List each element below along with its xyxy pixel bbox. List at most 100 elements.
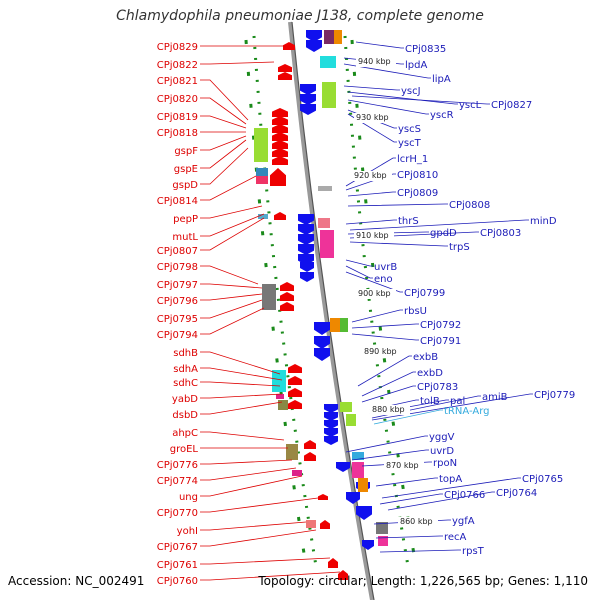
left-gene-arrow [272,156,288,165]
gene-block [272,370,286,392]
leader-line [351,309,403,323]
right-gene-arrow [306,40,322,52]
leader-line [200,459,293,465]
right-gene-arrow [324,420,338,429]
right-gene-arrow [314,348,330,361]
gene-block [318,186,332,191]
leader-line [200,293,263,301]
kbp-marker: 860 kbp [400,517,433,526]
gene-block [334,30,342,44]
gene-label-cpj0761: CPj0761 [157,560,198,571]
left-gene-arrow [272,116,288,125]
gene-block [256,176,268,184]
gene-block [346,414,356,426]
gene-label-cpj0809: CPj0809 [397,188,438,199]
gene-label-cpj0807: CPj0807 [157,246,198,257]
leader-line [200,205,263,219]
right-gene-arrow [300,262,314,272]
gene-label-lipa: lipA [432,74,451,85]
leader-line [345,271,403,293]
gene-label-cpj0795: CPj0795 [157,314,198,325]
gene-label-cpj0797: CPj0797 [157,280,198,291]
right-gene-arrow [298,214,314,225]
left-gene-arrow [270,168,286,186]
leader-line [345,173,396,191]
leader-line [343,85,400,91]
gene-label-cpj0799: CPj0799 [404,288,445,299]
gene-label-amib: amiB [482,392,508,403]
right-gene-arrow [300,84,316,95]
left-gene-arrow [288,400,302,409]
gene-label-mutl: mutL [172,232,198,243]
left-gene-arrow [288,388,302,397]
right-gene-arrow [336,462,350,472]
gene-label-rpon: rpoN [433,458,457,469]
kbp-marker: 940 kbp [358,57,391,66]
gene-block [276,394,284,399]
right-strand-features [298,30,388,550]
left-gene-arrow [278,72,292,80]
gene-label-gspd: gspD [172,180,198,191]
leader-line [347,191,396,197]
leader-line [345,265,373,279]
gene-label-gspe: gspE [174,164,198,175]
gene-label-cpj0791: CPj0791 [420,336,461,347]
gene-label-cpj0835: CPj0835 [405,44,446,55]
gene-label-cpj0798: CPj0798 [157,262,198,273]
gene-label-exbb: exbB [413,352,438,363]
outer-track-right [343,35,410,567]
leader-line [373,409,443,425]
gene-label-cpj0779: CPj0779 [534,390,575,401]
gene-label-topa: topA [439,474,462,485]
gene-block [262,284,276,310]
gene-block [378,536,388,546]
gene-block [352,452,364,460]
right-gene-arrow [306,30,322,42]
gene-label-yscr: yscR [430,110,454,121]
leader-line [345,259,373,267]
gene-block [340,318,348,332]
gene-label-cpj0829: CPj0829 [157,42,198,53]
gene-block [306,520,316,528]
gene-block [330,318,340,332]
left-gene-arrow [272,132,288,141]
leader-line [200,467,297,481]
leader-line [200,175,257,201]
leader-line [200,61,275,65]
left-gene-arrow [272,108,288,117]
gene-label-yggv: yggV [429,432,455,443]
gene-label-uvrd: uvrD [430,446,454,457]
leader-line [200,307,265,335]
left-gene-arrow [304,452,316,461]
right-gene-arrow [324,436,338,445]
kbp-marker: 930 kbp [356,113,389,122]
gene-label-cpj0820: CPj0820 [157,94,198,105]
gene-label-uvrb: uvrB [374,262,397,273]
gene-label-sdhc: sdhC [173,378,198,389]
kbp-marker: 890 kbp [364,347,397,356]
right-gene-arrow [362,540,374,550]
gene-label-sdha: sdhA [173,364,198,375]
left-gene-arrow [272,140,288,149]
kbp-marker: 910 kbp [356,231,389,240]
leader-line [387,491,495,511]
gene-label-ahpc: ahpC [172,428,198,439]
left-gene-arrow [274,212,286,220]
leader-line [361,371,416,397]
right-gene-arrow [346,492,360,504]
leader-line [200,497,319,513]
accession-label: Accession: NC_002491 [8,574,145,588]
left-gene-arrow [272,124,288,133]
leader-line [351,95,490,105]
leader-line [351,449,429,461]
leader-line [361,385,416,403]
gene-label-cpj0803: CPj0803 [480,228,521,239]
gene-label-lpda: lpdA [405,60,427,71]
gene-label-rbsu: rbsU [404,306,427,317]
gene-label-trps: trpS [449,242,470,253]
genome-backbone [288,21,374,600]
leader-line [200,135,247,151]
gene-label-ygfa: ygfA [452,516,475,527]
